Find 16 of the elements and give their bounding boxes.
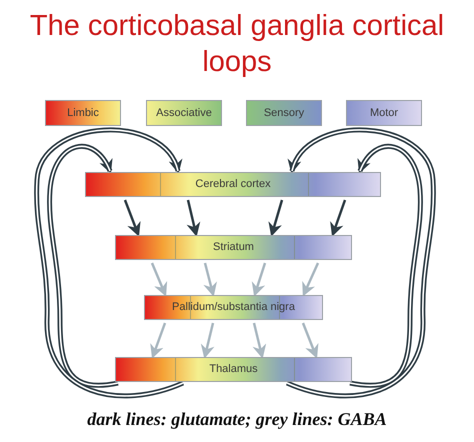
- loop-header-box: [346, 100, 422, 126]
- region-bar: [115, 235, 352, 260]
- region-bar: [85, 172, 381, 197]
- loop-header-box: [246, 100, 322, 126]
- region-label: Associative: [156, 106, 212, 121]
- caption: dark lines: glutamate; grey lines: GABA: [86, 408, 388, 431]
- region-label: Motor: [370, 106, 398, 121]
- title: The corticobasal ganglia cortical loops: [28, 9, 446, 80]
- region-label: Thalamus: [209, 362, 258, 378]
- region-label: Striatum: [213, 240, 254, 256]
- loop-header-box: [146, 100, 222, 126]
- region-label: Sensory: [264, 106, 304, 121]
- region-bar: [115, 357, 352, 382]
- loop-header-box: [45, 100, 121, 126]
- region-label: Limbic: [67, 106, 99, 121]
- region-label: Cerebral cortex: [195, 177, 271, 192]
